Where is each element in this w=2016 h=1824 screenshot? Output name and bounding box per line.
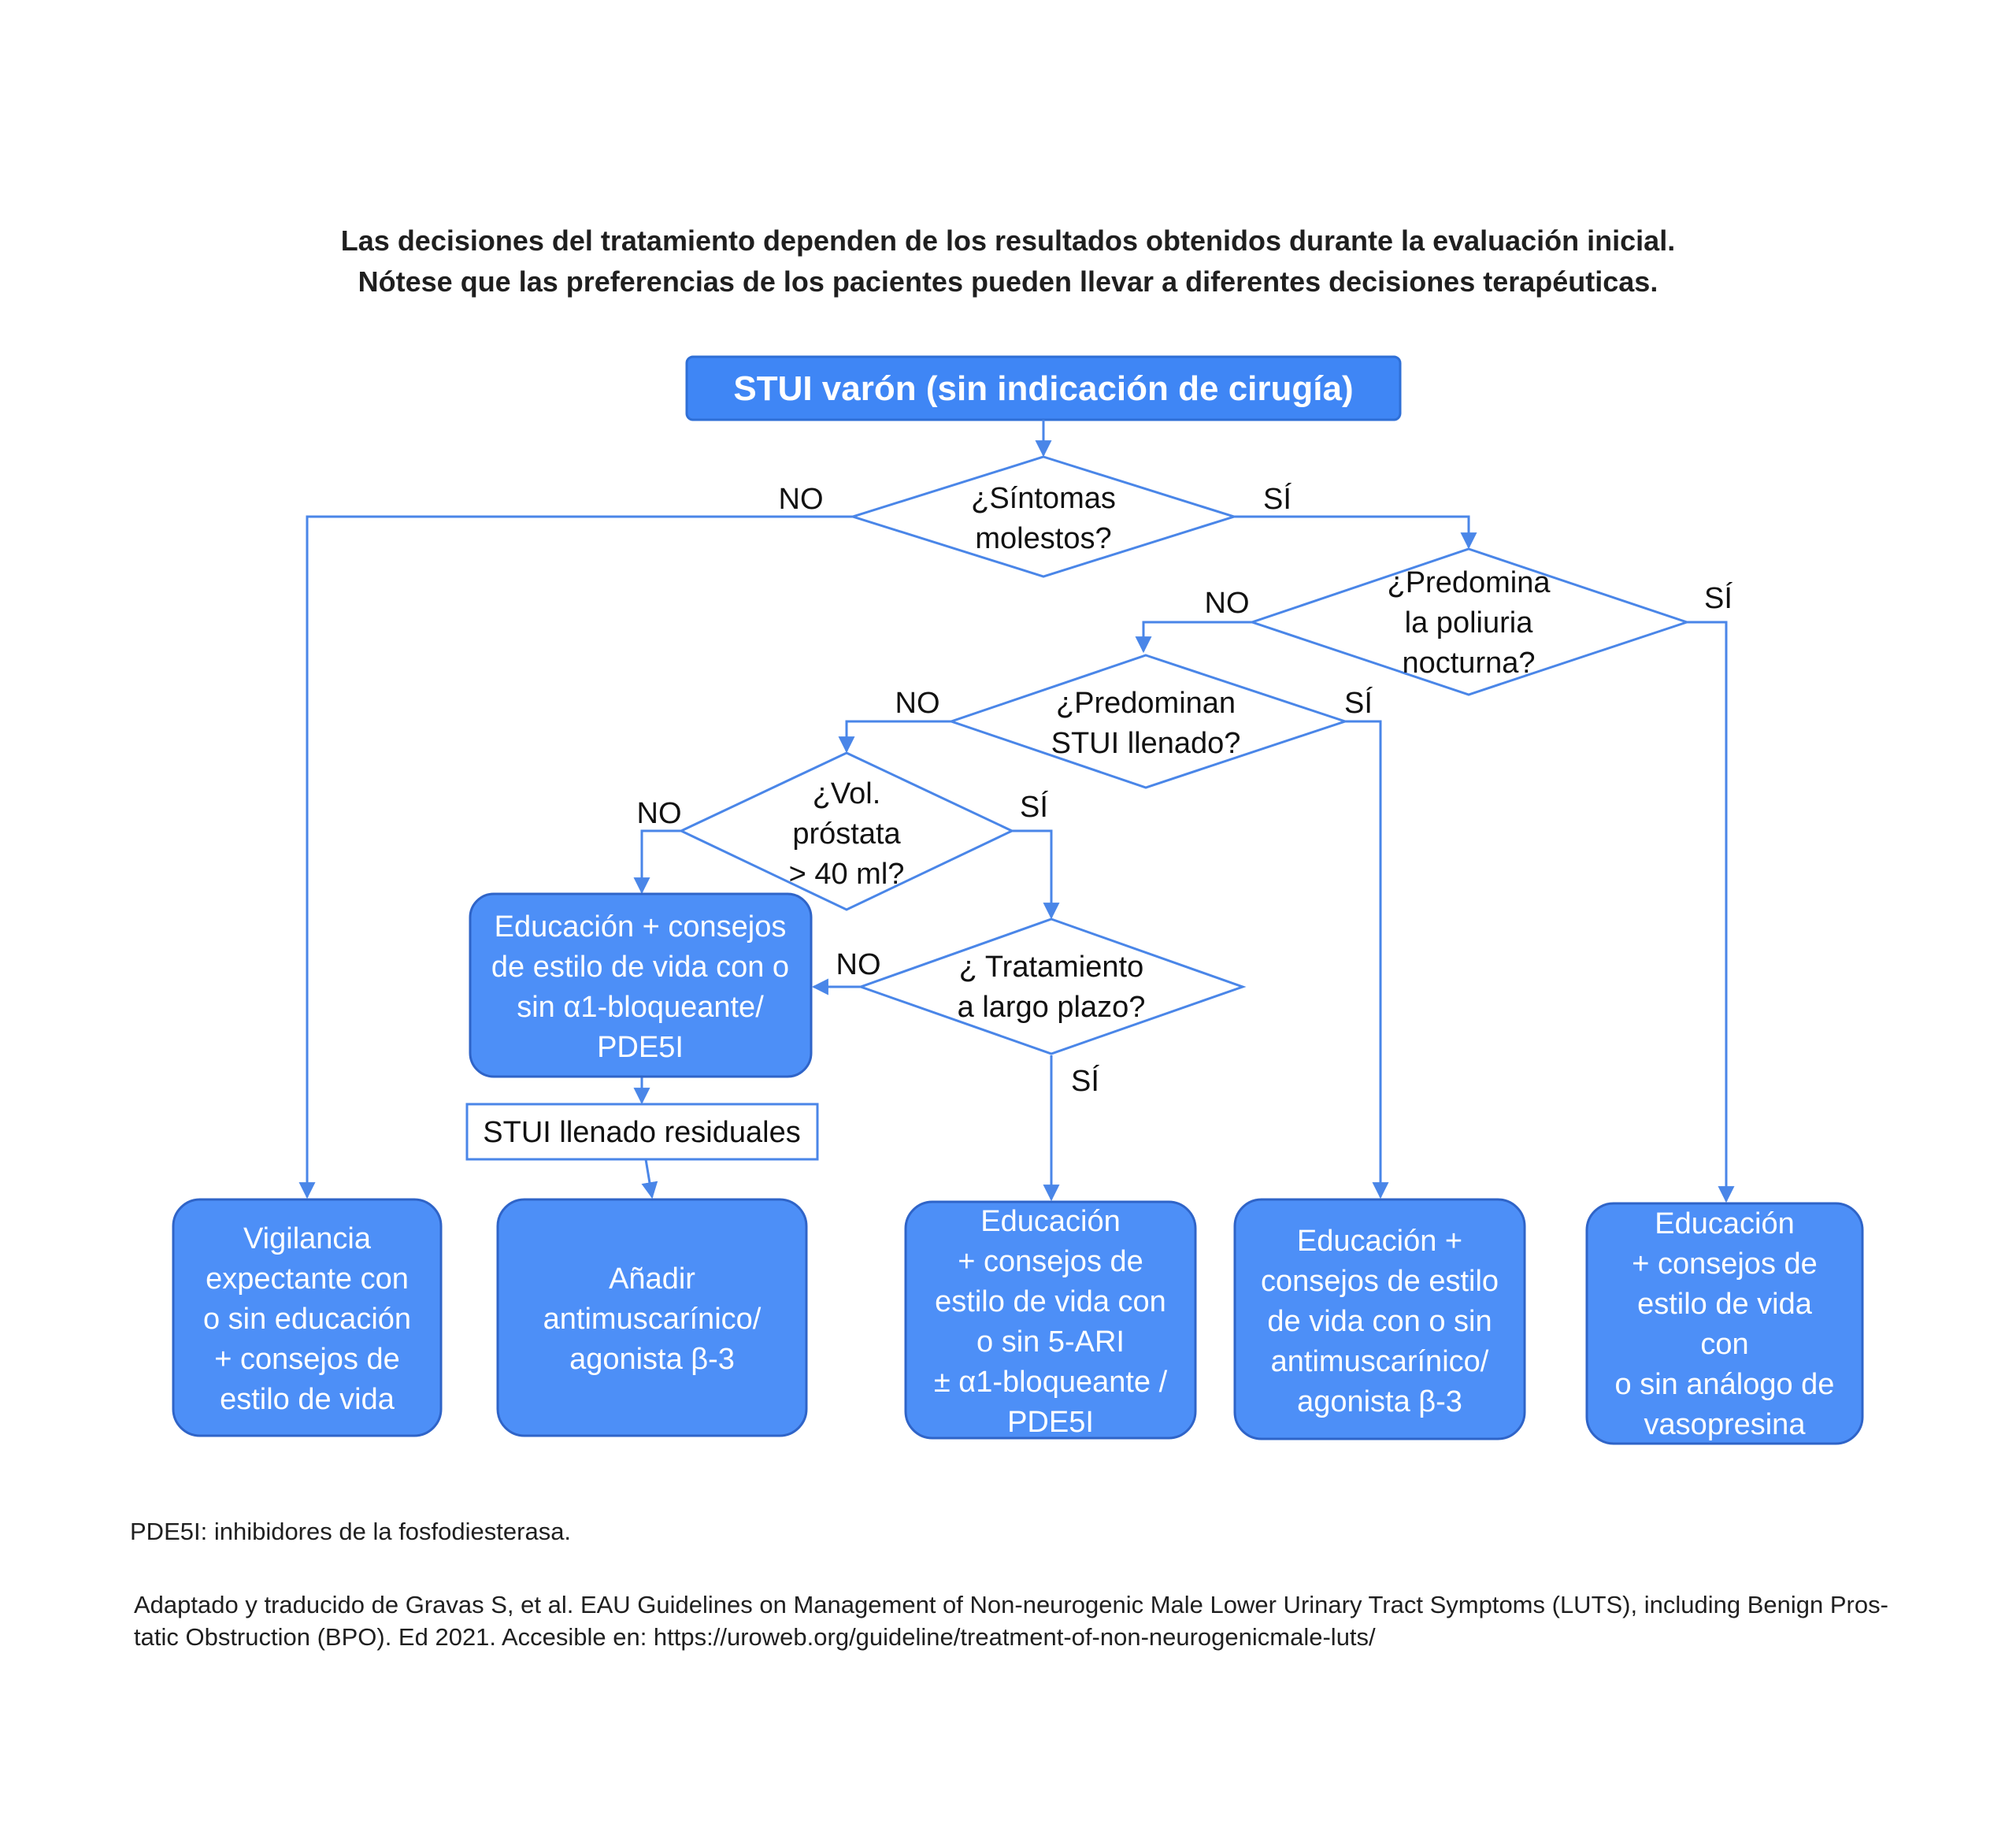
box-vigilancia-line-3: o sin educación (203, 1303, 411, 1336)
intro-line-2: Nótese que las preferencias de los pacie… (358, 265, 1658, 298)
decision-q1-line-2: molestos? (975, 522, 1111, 555)
box-anadir: Añadir antimuscarínico/ agonista β-3 (496, 1198, 808, 1437)
box-vaso-line-5: o sin análogo de (1615, 1368, 1835, 1401)
box-vigilancia: Vigilancia expectante con o sin educació… (172, 1198, 443, 1437)
edge-label-q5-no: NO (836, 948, 881, 981)
edge-q2-si (1687, 621, 1735, 1203)
source-note-line-2: tatic Obstruction (BPO). Ed 2021. Accesi… (134, 1623, 1376, 1651)
box-residual: STUI llenado residuales (465, 1103, 819, 1161)
box-antimus-line-2: consejos de estilo (1261, 1265, 1499, 1298)
box-vigilancia-line-4: + consejos de (214, 1343, 400, 1376)
box-alpha-line-4: PDE5I (597, 1031, 684, 1064)
box-vigilancia-line-5: estilo de vida (220, 1383, 395, 1416)
decision-q5-line-2: a largo plazo? (958, 991, 1146, 1024)
box-alpha-line-1: Educación + consejos (495, 910, 787, 944)
edge-label-q2-si: SÍ (1704, 581, 1732, 615)
box-ari-line-3: estilo de vida con (935, 1285, 1166, 1318)
decision-q4-line-2: próstata (792, 817, 901, 851)
box-ari-line-6: PDE5I (1007, 1406, 1094, 1439)
decision-q4-line-3: > 40 ml? (789, 858, 905, 891)
decision-q1: ¿Síntomas molestos? (848, 455, 1239, 578)
box-ari-line-1: Educación (980, 1205, 1120, 1238)
box-vigilancia-line-1: Vigilancia (243, 1222, 372, 1255)
decision-q3-line-2: STUI llenado? (1051, 727, 1241, 760)
decision-q2: ¿Predomina la poliuria nocturna? (1248, 547, 1691, 696)
edge-label-q1-no: NO (779, 483, 824, 516)
edge-q3-si (1345, 720, 1389, 1199)
box-anadir-line-1: Añadir (609, 1262, 695, 1296)
box-alpha-bloqueante: Educación + consejos de estilo de vida c… (469, 892, 813, 1078)
box-5-ari: Educación + consejos de estilo de vida c… (904, 1200, 1197, 1440)
decision-q2-line-2: la poliuria (1405, 606, 1534, 640)
box-alpha-line-3: sin α1-bloqueante/ (517, 991, 764, 1024)
box-residual-label: STUI llenado residuales (483, 1116, 800, 1149)
box-vaso-line-1: Educación (1655, 1207, 1794, 1240)
box-ari-line-5: ± α1-bloqueante / (934, 1366, 1168, 1399)
decision-q5-line-1: ¿ Tratamiento (959, 951, 1143, 984)
box-ari-line-2: + consejos de (958, 1245, 1143, 1278)
edge-q3-no (838, 720, 951, 754)
edge-q1-no (298, 515, 853, 1199)
intro-line-1: Las decisiones del tratamiento dependen … (341, 224, 1675, 257)
start-node: STUI varón (sin indicación de cirugía) (685, 355, 1402, 421)
edge-label-q4-si: SÍ (1020, 790, 1048, 824)
edge-label-q3-no: NO (895, 687, 940, 720)
edge-label-q3-si: SÍ (1344, 686, 1373, 720)
box-vaso-line-6: vasopresina (1644, 1408, 1807, 1441)
decision-q2-line-1: ¿Predomina (1388, 566, 1551, 599)
connectors (298, 420, 1735, 1203)
box-anadir-line-3: agonista β-3 (569, 1343, 735, 1376)
edge-q2-no (1135, 621, 1252, 654)
edge-q4-si (1012, 829, 1060, 920)
decision-q4: ¿Vol. próstata > 40 ml? (678, 751, 1015, 911)
start-node-label: STUI varón (sin indicación de cirugía) (733, 369, 1353, 408)
decision-q3-line-1: ¿Predominan (1056, 687, 1236, 720)
edge-residual-anadir (641, 1159, 658, 1199)
decision-q2-line-3: nocturna? (1402, 647, 1535, 680)
box-anadir-line-2: antimuscarínico/ (543, 1303, 762, 1336)
source-note-line-1: Adaptado y traducido de Gravas S, et al.… (134, 1591, 1888, 1618)
box-antimus-line-4: antimuscarínico/ (1271, 1345, 1489, 1378)
abbreviation-note: PDE5I: inhibidores de la fosfodiesterasa… (130, 1518, 571, 1545)
edge-label-q4-no: NO (637, 797, 682, 830)
box-ari-line-4: o sin 5-ARI (976, 1325, 1125, 1359)
box-antimus-line-3: de vida con o sin (1267, 1305, 1492, 1338)
box-vasopresina: Educación + consejos de estilo de vida c… (1585, 1202, 1864, 1445)
box-alpha-line-2: de estilo de vida con o (491, 951, 789, 984)
box-vaso-line-3: estilo de vida (1637, 1288, 1813, 1321)
box-antimuscarinico: Educación + consejos de estilo de vida c… (1233, 1198, 1526, 1440)
box-antimus-line-5: agonista β-3 (1297, 1385, 1462, 1418)
box-antimus-line-1: Educación + (1297, 1225, 1462, 1258)
decision-q5: ¿ Tratamiento a largo plazo? (857, 918, 1247, 1055)
edge-label-q5-si: SÍ (1071, 1064, 1099, 1098)
decision-q3: ¿Predominan STUI llenado? (947, 654, 1349, 789)
edge-q4-no (633, 829, 681, 895)
box-vaso-line-4: con (1700, 1328, 1748, 1361)
box-vigilancia-line-2: expectante con (206, 1262, 409, 1296)
box-vaso-line-2: + consejos de (1632, 1248, 1818, 1281)
decision-q4-line-1: ¿Vol. (813, 777, 881, 810)
decision-q1-line-1: ¿Síntomas (971, 482, 1116, 515)
edge-q1-si (1234, 515, 1477, 550)
edge-label-q1-si: SÍ (1263, 482, 1292, 516)
edge-label-q2-no: NO (1205, 587, 1250, 620)
